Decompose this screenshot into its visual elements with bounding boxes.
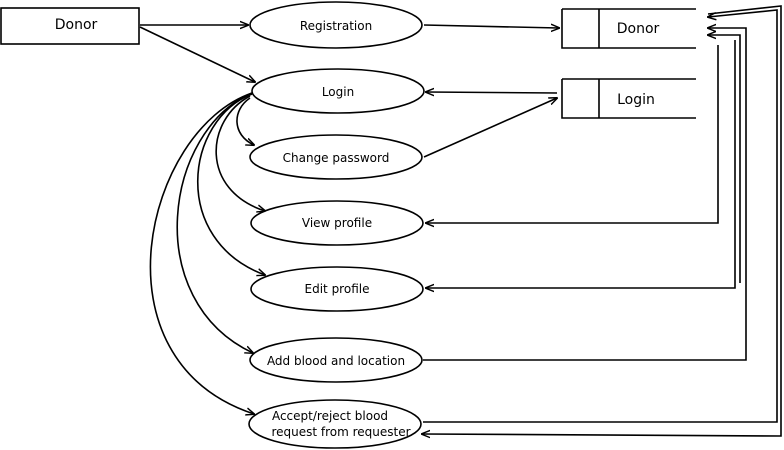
login-process: Login bbox=[251, 68, 425, 114]
edit-profile-process: Edit profile bbox=[250, 266, 424, 312]
accept-reject-process: Accept/reject blood request from request… bbox=[248, 399, 422, 449]
donor-datastore-label: Donor bbox=[617, 21, 660, 37]
flow-registration-to-donor-store bbox=[423, 25, 559, 28]
registration-process: Registration bbox=[249, 1, 423, 49]
flow-login-store-to-login bbox=[426, 92, 558, 93]
view-profile-process: View profile bbox=[250, 200, 424, 246]
flow-change-password-to-login-store bbox=[423, 98, 557, 158]
flow-login-to-edit-profile bbox=[196, 93, 265, 275]
login-datastore-label: Login bbox=[617, 92, 655, 108]
flow-add-blood-to-donor-store bbox=[423, 28, 747, 361]
edit-profile-label: Edit profile bbox=[305, 282, 370, 296]
change-password-process: Change password bbox=[249, 134, 423, 180]
add-blood-label: Add blood and location bbox=[267, 354, 405, 368]
flow-login-to-accept-reject bbox=[149, 92, 254, 414]
change-password-label: Change password bbox=[283, 151, 390, 165]
flow-login-to-change-password bbox=[236, 97, 254, 145]
donor-entity-label: Donor bbox=[55, 17, 98, 33]
flow-donor-to-login bbox=[139, 26, 255, 82]
view-profile-label: View profile bbox=[302, 216, 372, 230]
add-blood-process: Add blood and location bbox=[249, 337, 423, 383]
flow-donor-store-to-accept-reject bbox=[422, 5, 782, 436]
donor-entity: Donor bbox=[0, 7, 140, 45]
flow-accept-reject-to-donor-store bbox=[423, 9, 778, 423]
accept-reject-label-line2: request from requester bbox=[271, 425, 410, 439]
accept-reject-label-line1: Accept/reject blood bbox=[272, 409, 388, 423]
donor-datastore: Donor bbox=[561, 8, 696, 49]
flow-login-to-add-blood bbox=[176, 92, 253, 353]
flow-login-to-view-profile bbox=[215, 95, 265, 211]
flow-donor-store-to-view-profile bbox=[426, 45, 719, 223]
flow-edit-profile-to-donor-store bbox=[708, 35, 741, 283]
login-label: Login bbox=[322, 85, 354, 99]
login-datastore: Login bbox=[561, 78, 696, 119]
flow-donor-store-to-edit-profile bbox=[426, 40, 736, 288]
registration-label: Registration bbox=[300, 19, 372, 33]
